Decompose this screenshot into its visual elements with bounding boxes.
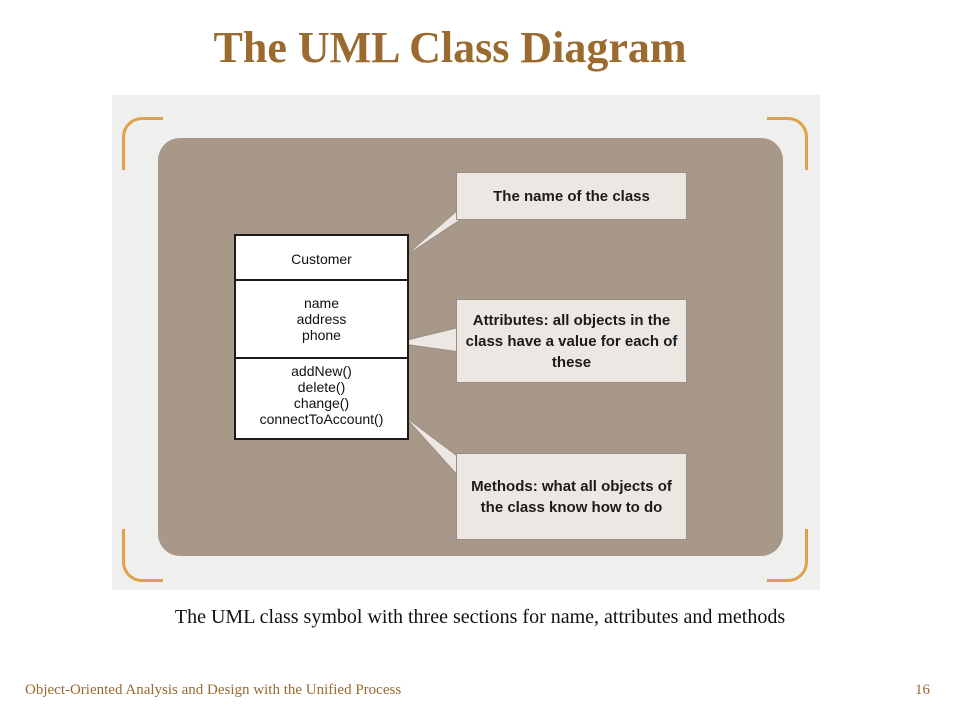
footer-page-number: 16 [915, 682, 930, 698]
method-item: addNew() [291, 363, 352, 379]
corner-bracket-bottom-left [122, 529, 163, 582]
slide-title: The UML Class Diagram [213, 23, 687, 72]
corner-bracket-top-right [767, 117, 808, 170]
pointer-name [403, 206, 461, 258]
callout-methods: Methods: what all objects of the class k… [456, 453, 687, 540]
pointer-methods [403, 415, 461, 480]
footer-course-title: Object-Oriented Analysis and Design with… [25, 682, 402, 698]
attributes-section: name address phone [236, 281, 407, 359]
attribute-item: name [303, 295, 340, 311]
class-name: Customer [291, 251, 352, 267]
uml-class-box: Customer name address phone addNew() del… [234, 234, 409, 440]
figure-caption: The UML class symbol with three sections… [174, 606, 786, 628]
callout-attributes: Attributes: all objects in the class hav… [456, 299, 687, 383]
attribute-item: phone [302, 327, 341, 343]
method-item: connectToAccount() [259, 411, 384, 427]
methods-section: addNew() delete() change() connectToAcco… [236, 359, 407, 438]
corner-bracket-top-left [122, 117, 163, 170]
method-item: change() [293, 395, 350, 411]
class-name-section: Customer [236, 236, 407, 281]
attribute-item: address [296, 311, 347, 327]
method-item: delete() [297, 379, 346, 395]
callout-class-name: The name of the class [456, 172, 687, 220]
corner-bracket-bottom-right [767, 529, 808, 582]
